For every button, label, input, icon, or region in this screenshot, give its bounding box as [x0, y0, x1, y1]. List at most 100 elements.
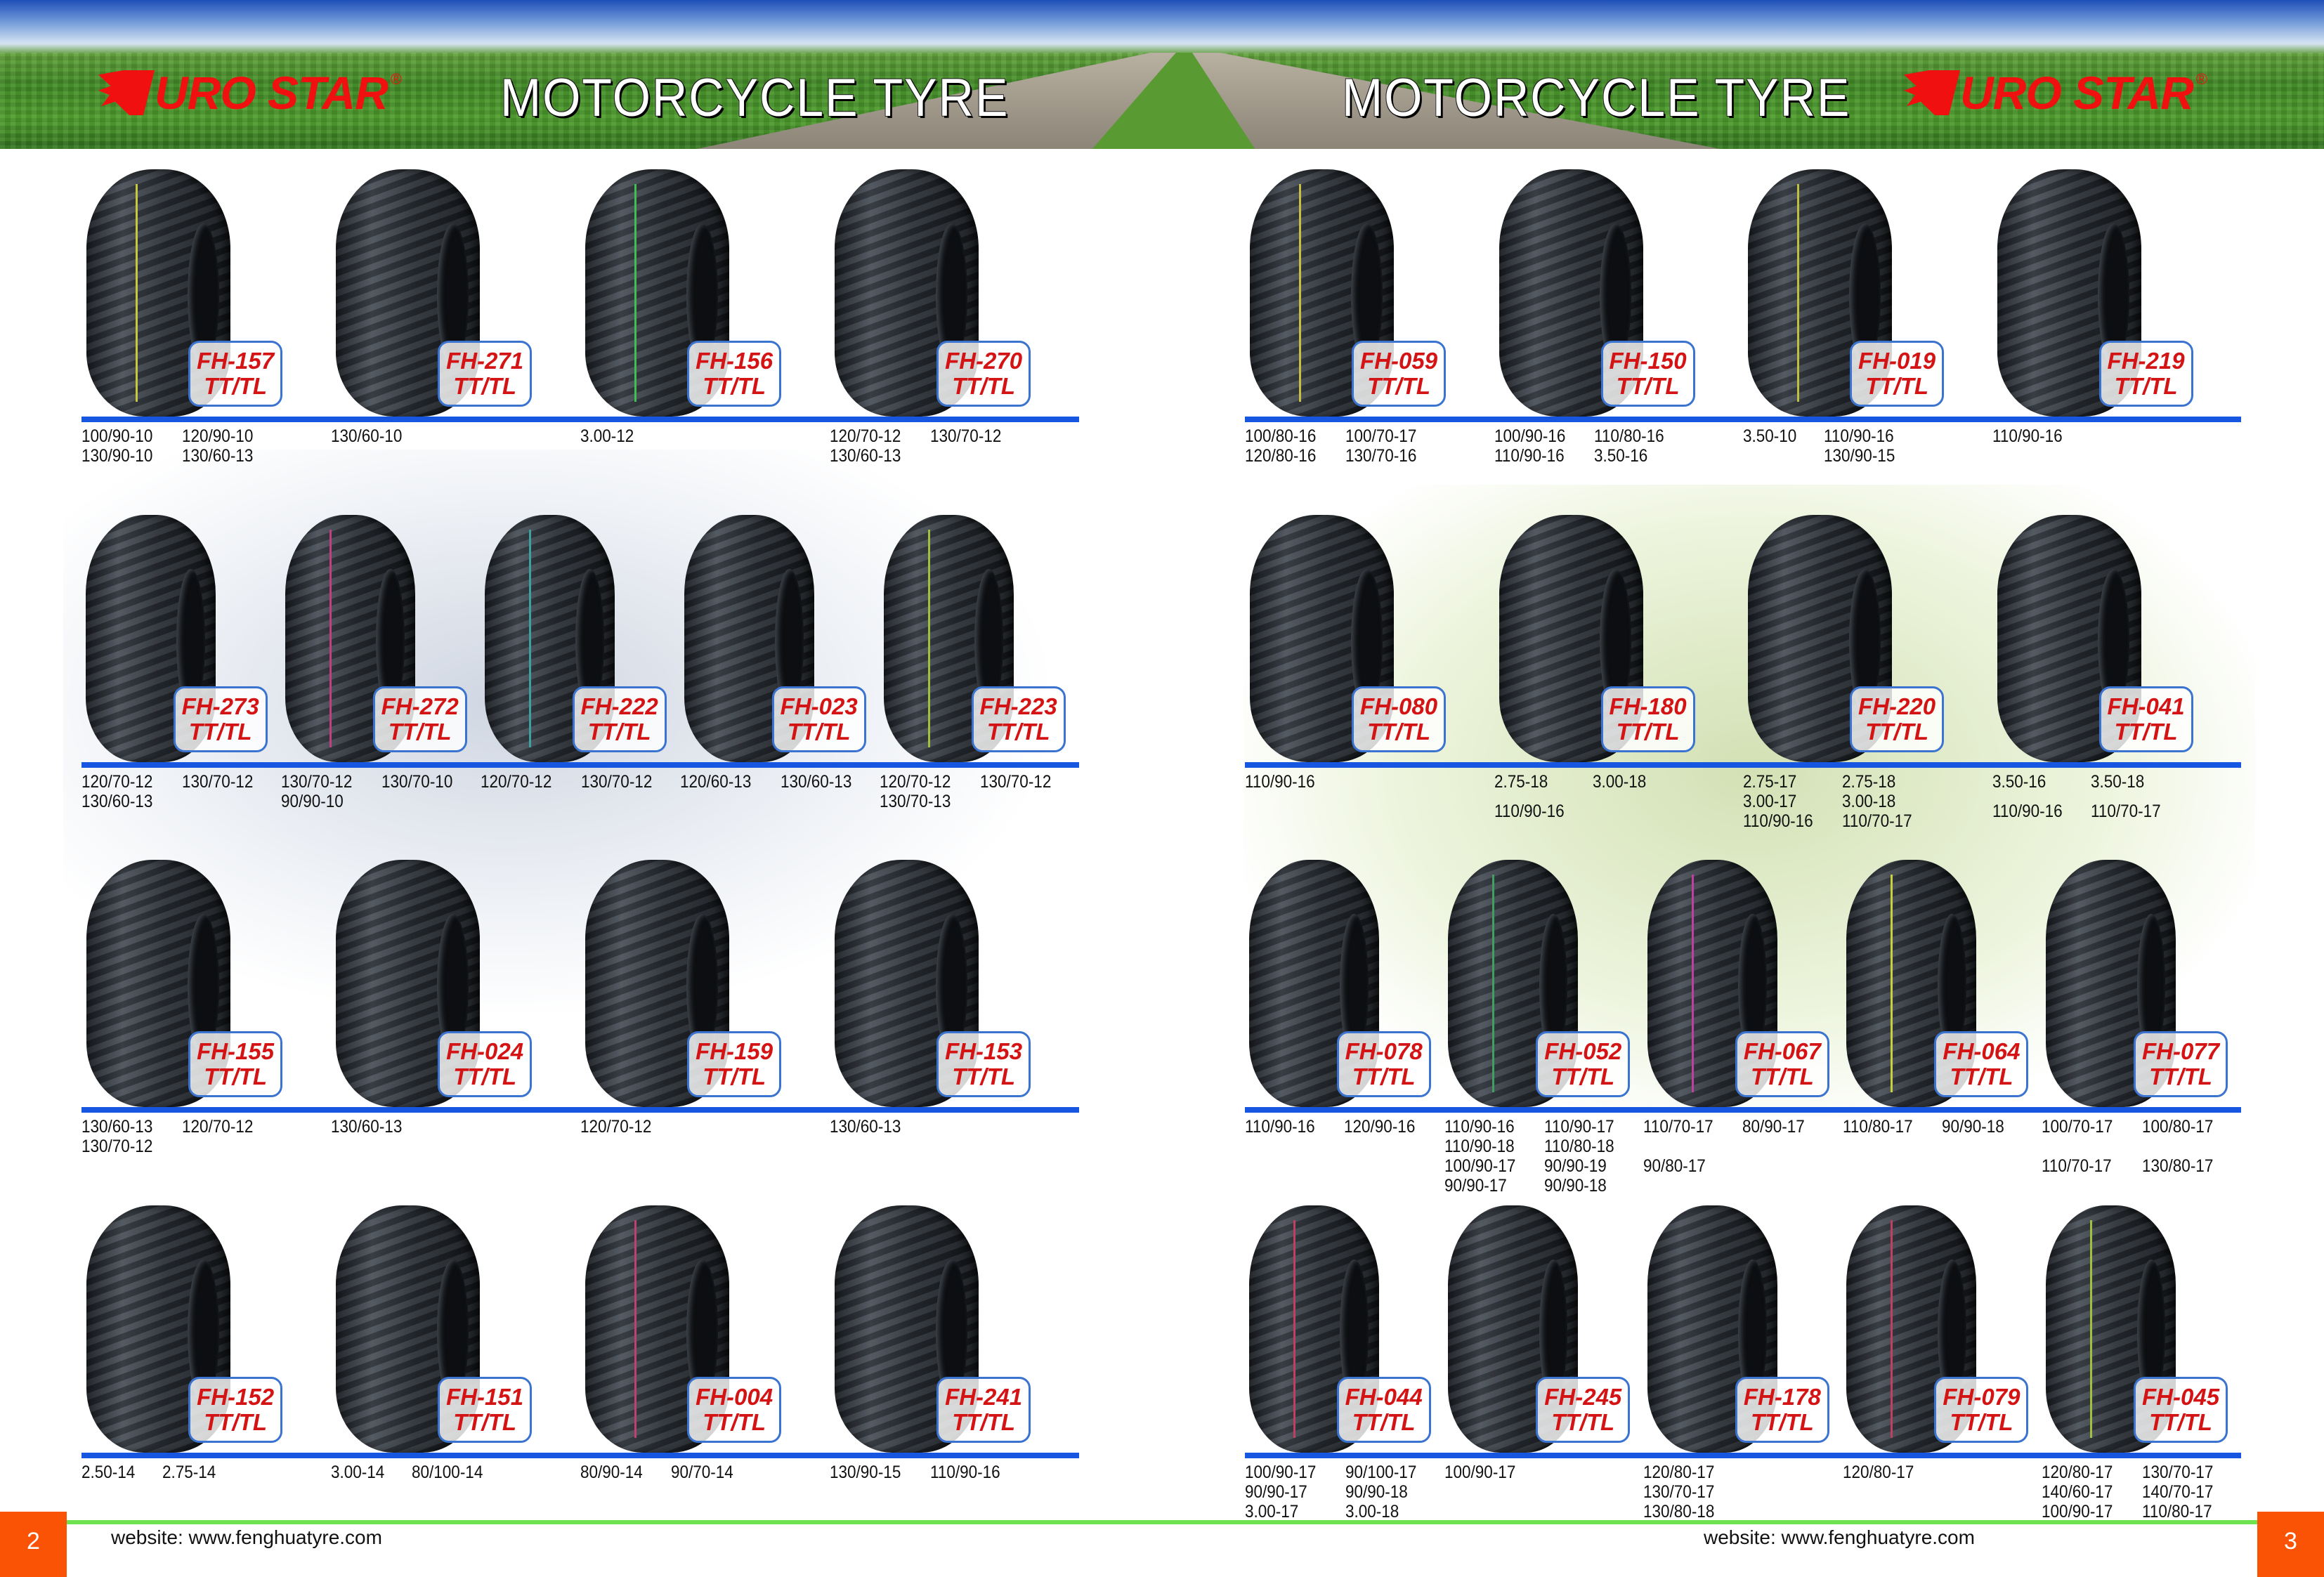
- tyre-size: 80/90-14: [580, 1463, 643, 1482]
- tube-type: TT/TL: [1750, 1409, 1814, 1435]
- tube-type: TT/TL: [1551, 1064, 1615, 1089]
- tyre-size: 110/90-18: [1444, 1137, 1515, 1156]
- tyre-size: 90/80-17: [1643, 1156, 1706, 1176]
- tube-type: TT/TL: [703, 1064, 766, 1089]
- tyre-size: 2.75-18: [1494, 772, 1548, 792]
- website-left[interactable]: website: www.fenghuatyre.com: [111, 1526, 382, 1548]
- tyre-size: 3.00-18: [1593, 772, 1647, 792]
- tyre-size: 3.00-17: [1743, 792, 1797, 811]
- model-code: FH-059: [1360, 348, 1438, 374]
- model-code: FH-004: [696, 1384, 773, 1410]
- tyre-size: 130/70-12: [580, 772, 652, 792]
- row-divider: [81, 417, 1079, 422]
- tyre-image: [336, 1205, 481, 1453]
- model-code: FH-064: [1943, 1038, 2021, 1064]
- tyre-size: 130/60-13: [780, 772, 851, 792]
- tube-type: TT/TL: [453, 1064, 516, 1089]
- catalog-header-banner: URO STAR ® MOTORCYCLE TYRE MOTORCYCLE TY…: [0, 0, 2324, 149]
- tyre-size: 110/90-16: [1245, 772, 1315, 792]
- tyre-size: 130/60-13: [181, 446, 253, 466]
- model-code: FH-271: [446, 348, 524, 374]
- tyre-size: 110/90-16: [1245, 1117, 1315, 1137]
- tyre-size: 2.75-14: [162, 1463, 216, 1482]
- tyre-size: 130/60-13: [81, 792, 153, 811]
- website-right[interactable]: website: www.fenghuatyre.com: [1704, 1526, 1975, 1548]
- tyre-size: 90/90-18: [1544, 1176, 1607, 1196]
- tread-color-stripe: [329, 530, 332, 747]
- tyre-size: 100/80-16: [1245, 426, 1317, 446]
- tube-type: TT/TL: [453, 373, 516, 399]
- model-code: FH-180: [1609, 693, 1687, 719]
- tube-type: TT/TL: [204, 373, 267, 399]
- tube-type: TT/TL: [986, 719, 1050, 745]
- tyre-size: 3.50-16: [1992, 772, 2046, 792]
- tyre-size: 2.50-14: [81, 1463, 136, 1482]
- tyre-size: 3.50-18: [2091, 772, 2145, 792]
- size-list-fh-271: 130/60-10: [331, 426, 580, 466]
- tyre-size: 130/70-12: [81, 1137, 153, 1156]
- model-code: FH-080: [1360, 693, 1438, 719]
- tyre-size: 100/80-17: [2141, 1117, 2214, 1137]
- tyre-size: 110/90-16: [1992, 426, 2063, 446]
- tyre-size: 2.75-17: [1743, 772, 1797, 792]
- tyre-size: 120/80-17: [2042, 1463, 2113, 1482]
- tyre-size: 100/90-17: [1444, 1156, 1515, 1176]
- size-list-fh-079: 120/80-17: [1843, 1463, 2042, 1522]
- tyre-size: 90/70-14: [670, 1463, 733, 1482]
- brand-logo-right: URO STAR ®: [1904, 70, 2207, 116]
- model-code: FH-153: [945, 1038, 1023, 1064]
- tyre-size: 130/60-13: [830, 446, 901, 466]
- tube-type: TT/TL: [703, 1409, 766, 1435]
